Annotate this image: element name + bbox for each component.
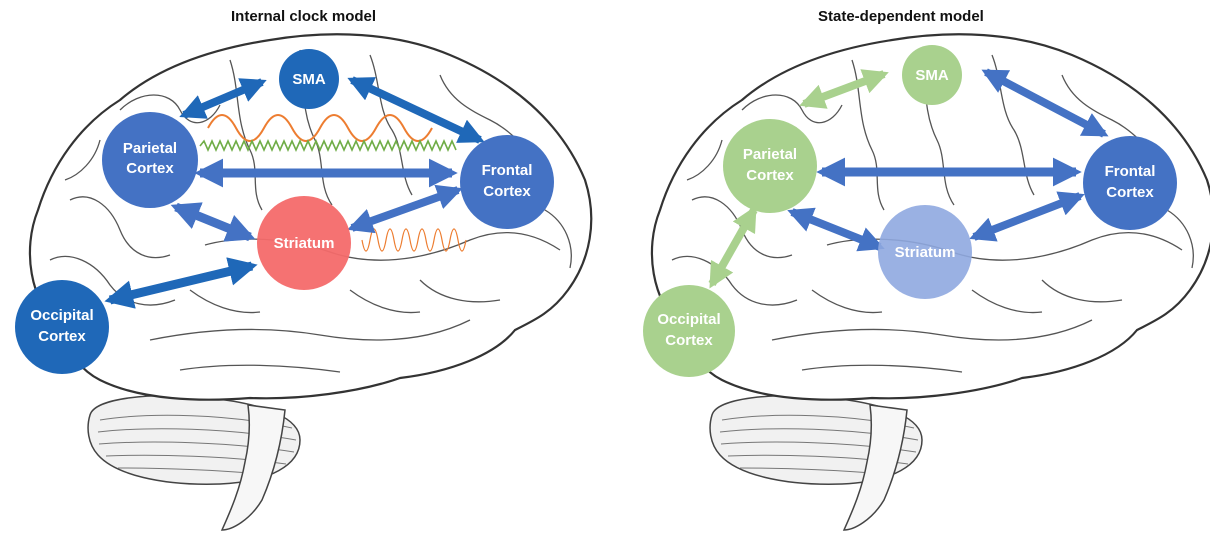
striatum-label-right: Striatum	[895, 244, 956, 261]
frontal-cortex-node-right	[1083, 136, 1177, 230]
occipital-label-right: Occipital	[657, 311, 720, 328]
occipital-cortex-node-left	[15, 280, 109, 374]
parietal-cortex-label-left: Cortex	[126, 160, 174, 177]
frontal-cortex-label-left: Cortex	[483, 183, 531, 200]
occipital-cortex-node-right	[643, 285, 735, 377]
frontal-label-right: Frontal	[1105, 163, 1156, 180]
occipital-cortex-label-right: Cortex	[665, 332, 713, 349]
occipital-label-left: Occipital	[30, 307, 93, 324]
striatum-label-left: Striatum	[274, 235, 335, 252]
frontal-label-left: Frontal	[482, 162, 533, 179]
parietal-cortex-label-right: Cortex	[746, 167, 794, 184]
occipital-cortex-label-left: Cortex	[38, 328, 86, 345]
parietal-label-right: Parietal	[743, 146, 797, 163]
parietal-cortex-node-right	[723, 119, 817, 213]
sma-label-left: SMA	[292, 71, 326, 88]
frontal-cortex-node-left	[460, 135, 554, 229]
frontal-cortex-label-right: Cortex	[1106, 184, 1154, 201]
parietal-label-left: Parietal	[123, 140, 177, 157]
sma-label-right: SMA	[915, 67, 949, 84]
